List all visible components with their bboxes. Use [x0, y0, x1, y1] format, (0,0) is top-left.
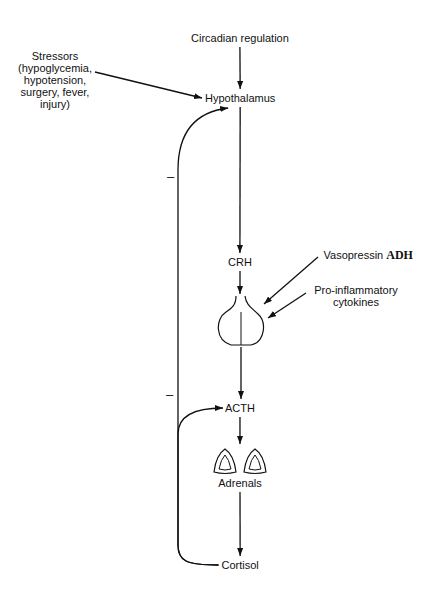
organ-label: Adrenals	[212, 447, 268, 489]
node-text: ACTH	[225, 402, 255, 414]
modulator-label: VasopressinADH	[324, 249, 413, 261]
hormone-label: CRH	[228, 256, 252, 268]
hormone-label: ACTH	[225, 402, 255, 414]
node-text: CRH	[228, 256, 252, 268]
node-text: Cortisol	[222, 559, 259, 571]
adrenal-gland	[244, 449, 266, 474]
cytokines-arrow	[268, 293, 306, 318]
organ-label: Hypothalamus	[205, 92, 275, 104]
stressor-label: Stressors (hypoglycemia, hypotension, su…	[13, 50, 97, 110]
flow-arrow	[95, 72, 202, 98]
adrenal-medulla	[219, 455, 231, 470]
inhibition-sign: –	[167, 170, 174, 183]
adrenal-medulla	[249, 455, 261, 470]
node-text: Stressors (hypoglycemia, hypotension, su…	[13, 50, 97, 110]
node-text: Circadian regulation	[191, 32, 289, 44]
node-text: Pro-inflammatory cytokines	[306, 284, 406, 308]
adrenal-glands	[212, 447, 268, 475]
vasopressin-arrow	[264, 257, 318, 304]
node-text: Hypothalamus	[205, 92, 275, 104]
adrenal-gland	[214, 449, 236, 474]
node-text: Adrenals	[212, 477, 268, 489]
modulator-label: Pro-inflammatory cytokines	[306, 284, 406, 308]
node-text: ADH	[386, 248, 413, 262]
flow-arrow	[239, 47, 241, 89]
pituitary-gland	[218, 296, 263, 345]
feedback-arrow	[178, 408, 223, 565]
flow-arrow	[239, 107, 241, 253]
crh-to-pituitary-arrow	[239, 271, 240, 294]
flow-arrow	[239, 417, 240, 444]
input-label: Circadian regulation	[191, 32, 289, 44]
flow-arrow	[239, 492, 240, 556]
feedback-arrow	[178, 108, 228, 565]
inhibition-sign: –	[166, 388, 173, 401]
node-text: Vasopressin	[324, 249, 384, 261]
hormone-label: Cortisol	[222, 559, 259, 571]
pituitary-lobe-line	[241, 312, 242, 345]
pituitary-to-acth-arrow	[240, 347, 241, 399]
